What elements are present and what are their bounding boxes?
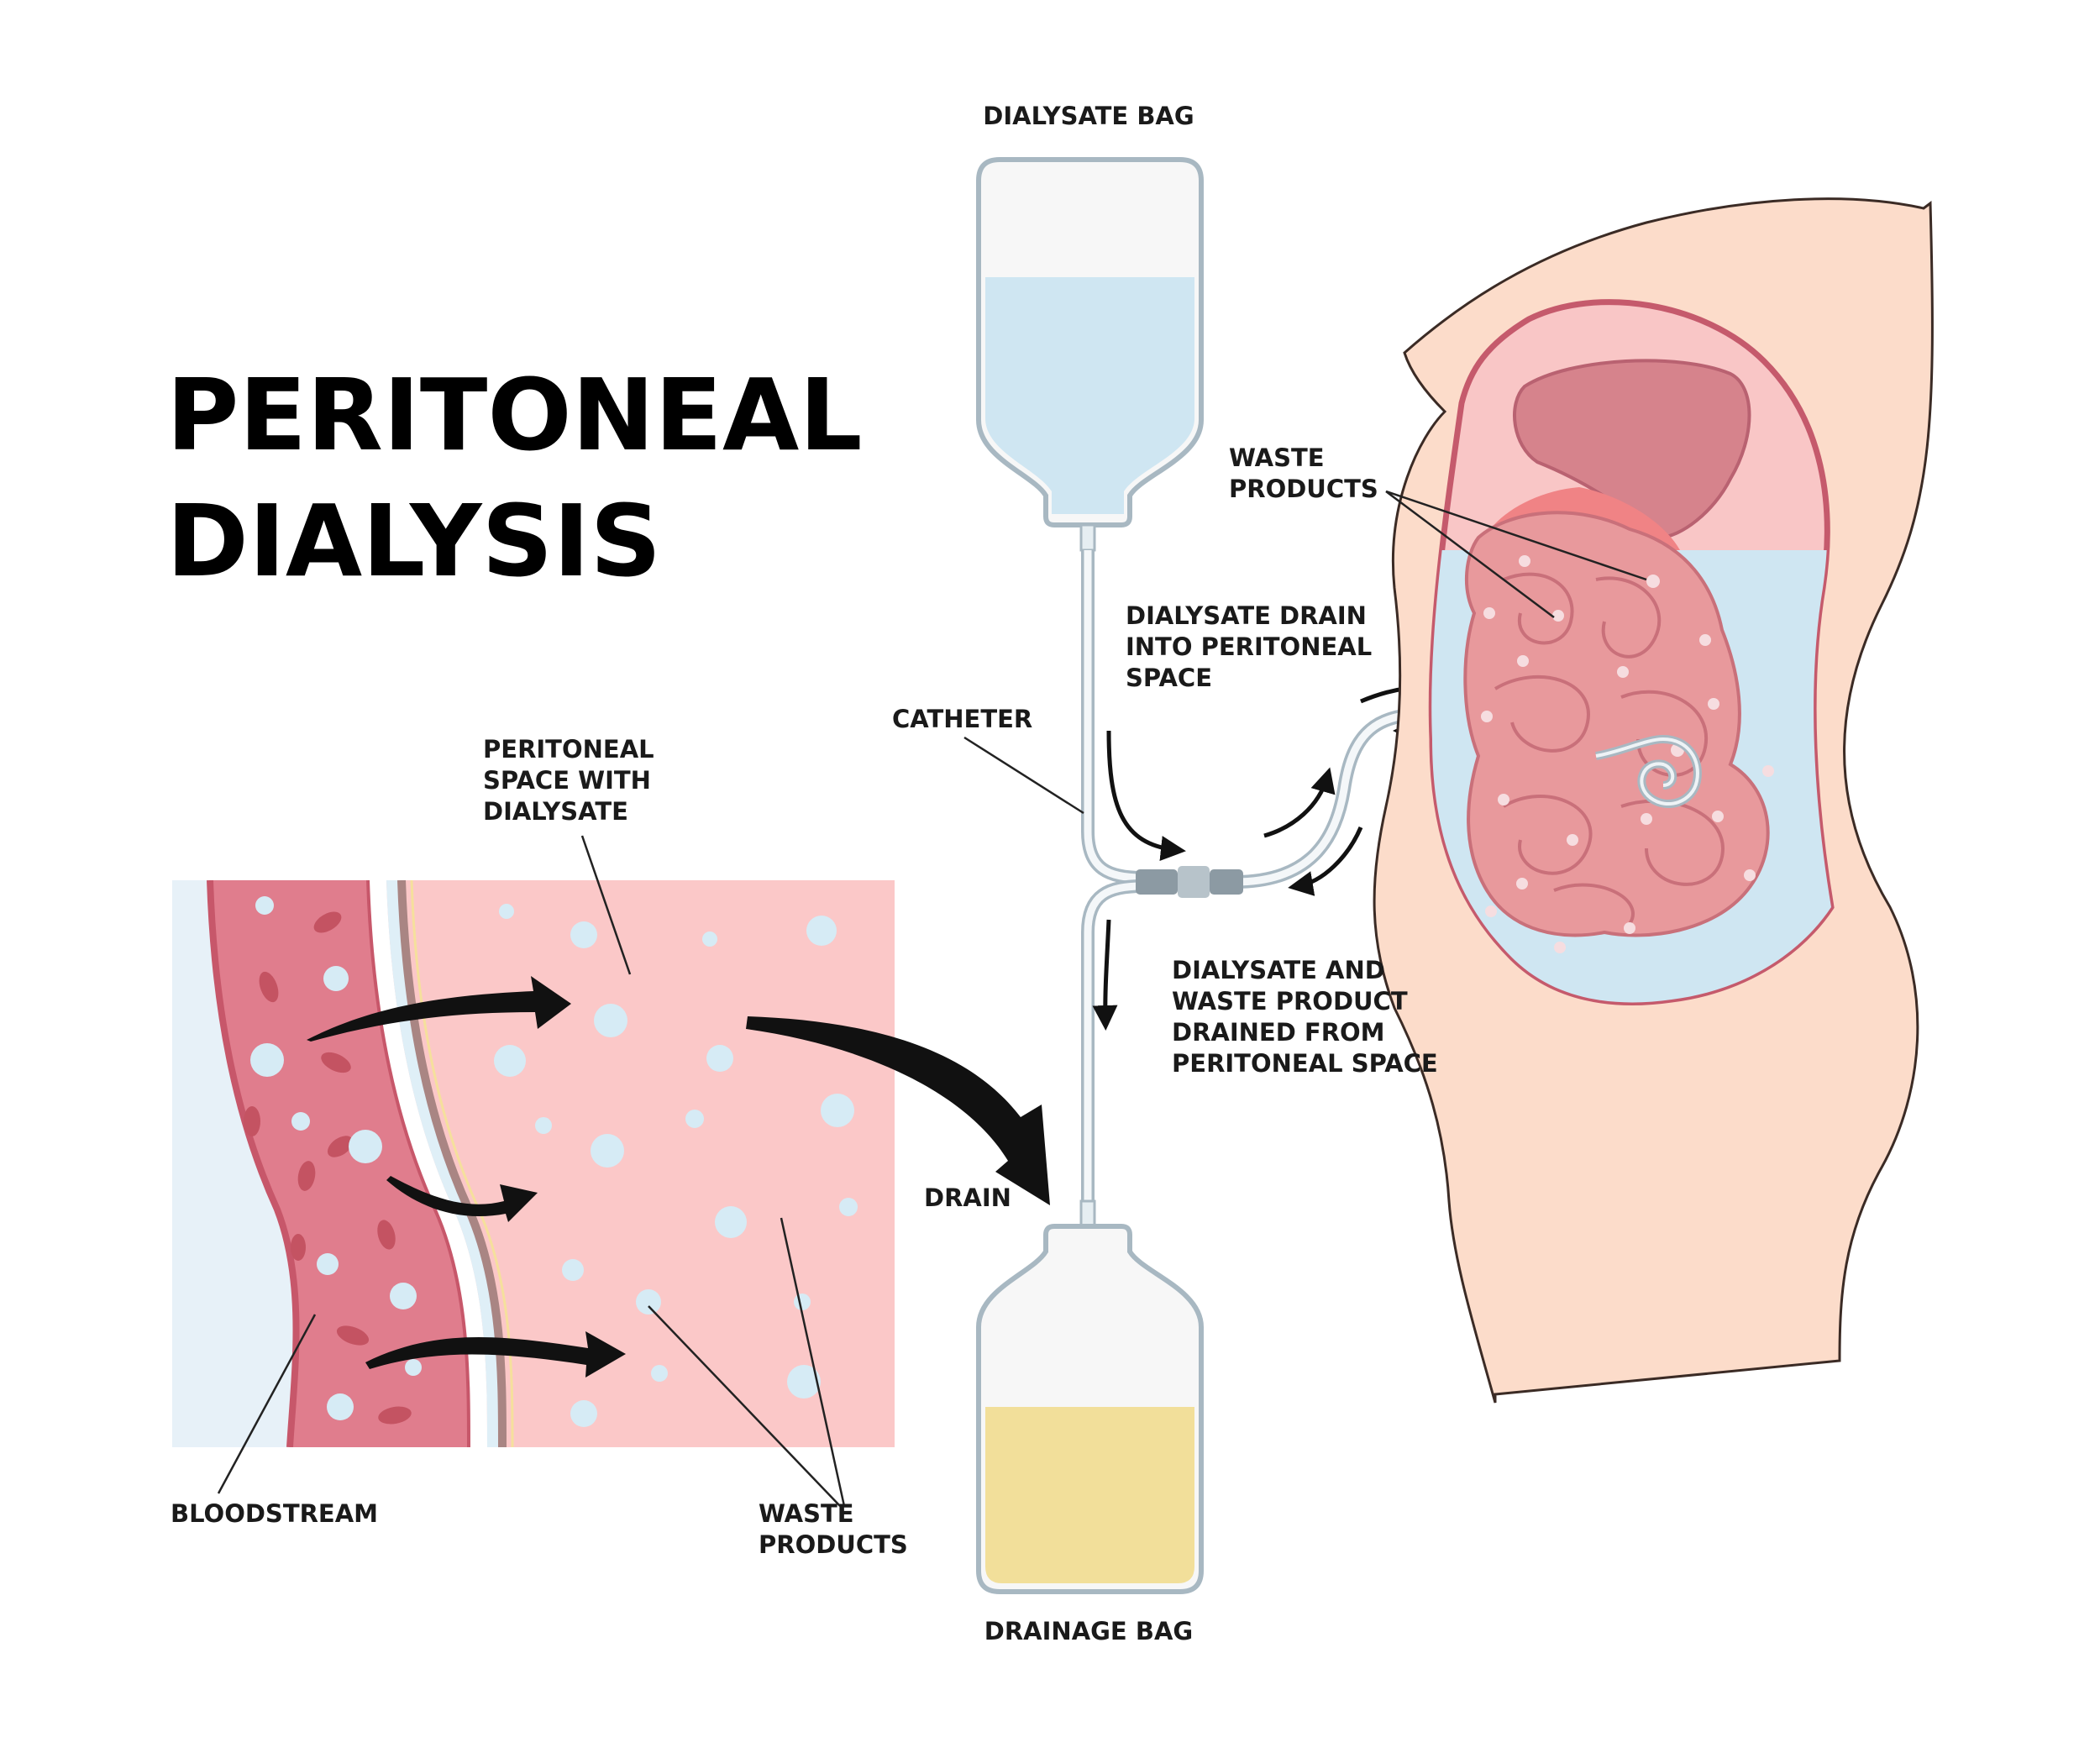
- svg-text:PERITONEAL: PERITONEAL: [483, 735, 654, 764]
- red-blood-cells: [244, 911, 412, 1425]
- drainage-bag-label: DRAINAGE BAG: [984, 1617, 1193, 1645]
- title-line-1: PERITONEAL: [166, 357, 863, 473]
- label-waste-products-inset: WASTE PRODUCTS: [759, 1499, 908, 1559]
- svg-text:DIALYSATE DRAIN: DIALYSATE DRAIN: [1126, 601, 1367, 630]
- label-waste-products-body: WASTE PRODUCTS: [1229, 443, 1378, 503]
- liver: [1513, 359, 1751, 540]
- diffusion-arrows: [307, 976, 626, 1378]
- body-waste-particles: [1481, 555, 1774, 953]
- svg-text:WASTE: WASTE: [1229, 443, 1325, 472]
- label-dialysate-drain-in: DIALYSATE DRAIN INTO PERITONEAL SPACE: [1126, 601, 1372, 692]
- svg-text:SPACE: SPACE: [1126, 664, 1212, 692]
- body-profile: [1373, 197, 1934, 1404]
- svg-text:PRODUCTS: PRODUCTS: [1229, 475, 1378, 503]
- leader-lines: [217, 490, 1647, 1507]
- svg-text:PERITONEAL SPACE: PERITONEAL SPACE: [1172, 1049, 1438, 1078]
- svg-text:INTO PERITONEAL: INTO PERITONEAL: [1126, 632, 1372, 661]
- catheter-connector: [1136, 866, 1243, 898]
- dialysate-bag: [976, 157, 1204, 552]
- svg-text:SPACE WITH: SPACE WITH: [483, 766, 651, 795]
- dialysate-bag-label: DIALYSATE BAG: [983, 102, 1194, 130]
- dialysate-fluid: [985, 277, 1194, 514]
- svg-text:DRAINED FROM: DRAINED FROM: [1172, 1018, 1385, 1047]
- svg-text:DIALYSATE: DIALYSATE: [483, 797, 628, 826]
- label-dialysate-drained-out: DIALYSATE AND WASTE PRODUCT DRAINED FROM…: [1172, 956, 1438, 1078]
- svg-text:WASTE PRODUCT: WASTE PRODUCT: [1172, 987, 1408, 1015]
- label-drain: DRAIN: [924, 1183, 1011, 1212]
- title-line-2: DIALYSIS: [166, 483, 661, 599]
- label-bloodstream: BLOODSTREAM: [171, 1499, 378, 1528]
- svg-text:WASTE: WASTE: [759, 1499, 854, 1528]
- to-drain-arrow: [746, 1016, 1050, 1205]
- drainage-bag: [976, 1199, 1204, 1594]
- peritoneal-waste-particles: [494, 904, 858, 1427]
- svg-text:PRODUCTS: PRODUCTS: [759, 1530, 908, 1559]
- intestines: [1463, 511, 1770, 937]
- drained-fluid: [985, 1407, 1194, 1583]
- svg-text:DIALYSATE AND: DIALYSATE AND: [1172, 956, 1385, 984]
- inset-cross-section: [172, 880, 895, 1447]
- vessel-waste-particles: [250, 896, 422, 1420]
- label-peritoneal-space: PERITONEAL SPACE WITH DIALYSATE: [483, 735, 654, 826]
- label-catheter: CATHETER: [892, 705, 1032, 733]
